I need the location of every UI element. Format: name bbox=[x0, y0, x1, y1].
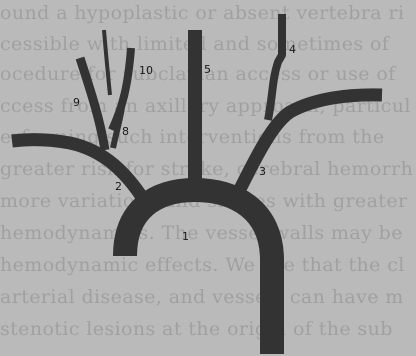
left-subclavian-artery bbox=[232, 95, 382, 205]
right-common-carotid-artery bbox=[80, 58, 105, 150]
aortic-arch bbox=[125, 190, 272, 354]
label-2: 2 bbox=[115, 180, 122, 193]
label-10: 10 bbox=[139, 64, 153, 77]
label-4: 4 bbox=[289, 43, 296, 56]
label-1: 1 bbox=[182, 230, 189, 243]
brachiocephalic-trunk bbox=[12, 140, 150, 210]
label-9: 9 bbox=[73, 96, 80, 109]
label-3: 3 bbox=[259, 165, 266, 178]
label-5: 5 bbox=[204, 63, 211, 76]
label-8: 8 bbox=[122, 125, 129, 138]
external-carotid-artery bbox=[104, 30, 110, 95]
left-vertebral-artery bbox=[268, 14, 282, 120]
